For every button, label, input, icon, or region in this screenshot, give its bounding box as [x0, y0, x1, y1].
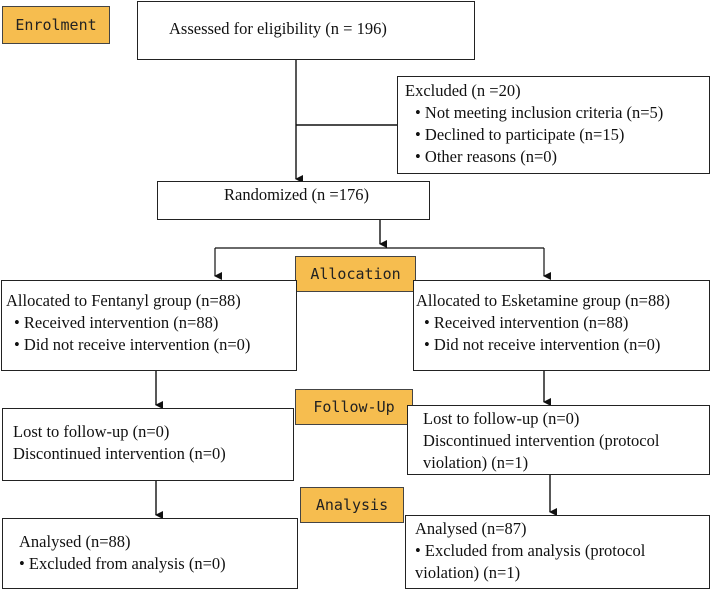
randomized-text: Randomized (n =176) — [224, 185, 369, 204]
excluded-item: • Declined to participate (n=15) — [415, 125, 625, 144]
fentanyl-analysis-item: • Excluded from analysis (n=0) — [19, 554, 226, 573]
esketamine-followup-line: violation) (n=1) — [423, 453, 529, 472]
randomized-box — [157, 181, 430, 220]
esketamine-allocation-item: • Did not receive intervention (n=0) — [424, 335, 661, 354]
esketamine-followup-line: Discontinued intervention (protocol — [423, 431, 660, 450]
esketamine-allocation-title: Allocated to Esketamine group (n=88) — [416, 291, 670, 310]
esketamine-analysis-item: violation) (n=1) — [415, 563, 521, 582]
stage-label-enrolment: Enrolment — [2, 6, 110, 44]
assessed-text: Assessed for eligibility (n = 196) — [169, 19, 387, 38]
stage-label-analysis: Analysis — [300, 487, 404, 523]
fentanyl-followup-box — [2, 408, 294, 481]
esketamine-analysis-title: Analysed (n=87) — [415, 519, 527, 538]
excluded-box — [397, 76, 710, 174]
fentanyl-allocation-item: • Did not receive intervention (n=0) — [14, 335, 251, 354]
excluded-title: Excluded (n =20) — [405, 81, 521, 100]
fentanyl-analysis-box — [2, 518, 298, 589]
esketamine-analysis-box — [405, 515, 710, 589]
esketamine-analysis-item: • Excluded from analysis (protocol — [415, 541, 646, 560]
stage-label-followup: Follow-Up — [295, 389, 413, 425]
excluded-item: • Other reasons (n=0) — [415, 147, 557, 166]
esketamine-allocation-item: • Received intervention (n=88) — [424, 313, 629, 332]
fentanyl-allocation-box — [1, 280, 297, 371]
excluded-item: • Not meeting inclusion criteria (n=5) — [415, 103, 664, 122]
esketamine-followup-line: Lost to follow-up (n=0) — [423, 409, 580, 428]
fentanyl-analysis-title: Analysed (n=88) — [19, 532, 131, 551]
esketamine-allocation-box — [413, 280, 710, 371]
fentanyl-followup-line: Discontinued intervention (n=0) — [13, 444, 226, 463]
fentanyl-allocation-title: Allocated to Fentanyl group (n=88) — [6, 291, 241, 310]
fentanyl-followup-line: Lost to follow-up (n=0) — [13, 422, 170, 441]
assessed-box — [137, 1, 475, 60]
stage-label-allocation: Allocation — [295, 256, 416, 292]
esketamine-followup-box — [407, 405, 710, 475]
fentanyl-allocation-item: • Received intervention (n=88) — [14, 313, 219, 332]
